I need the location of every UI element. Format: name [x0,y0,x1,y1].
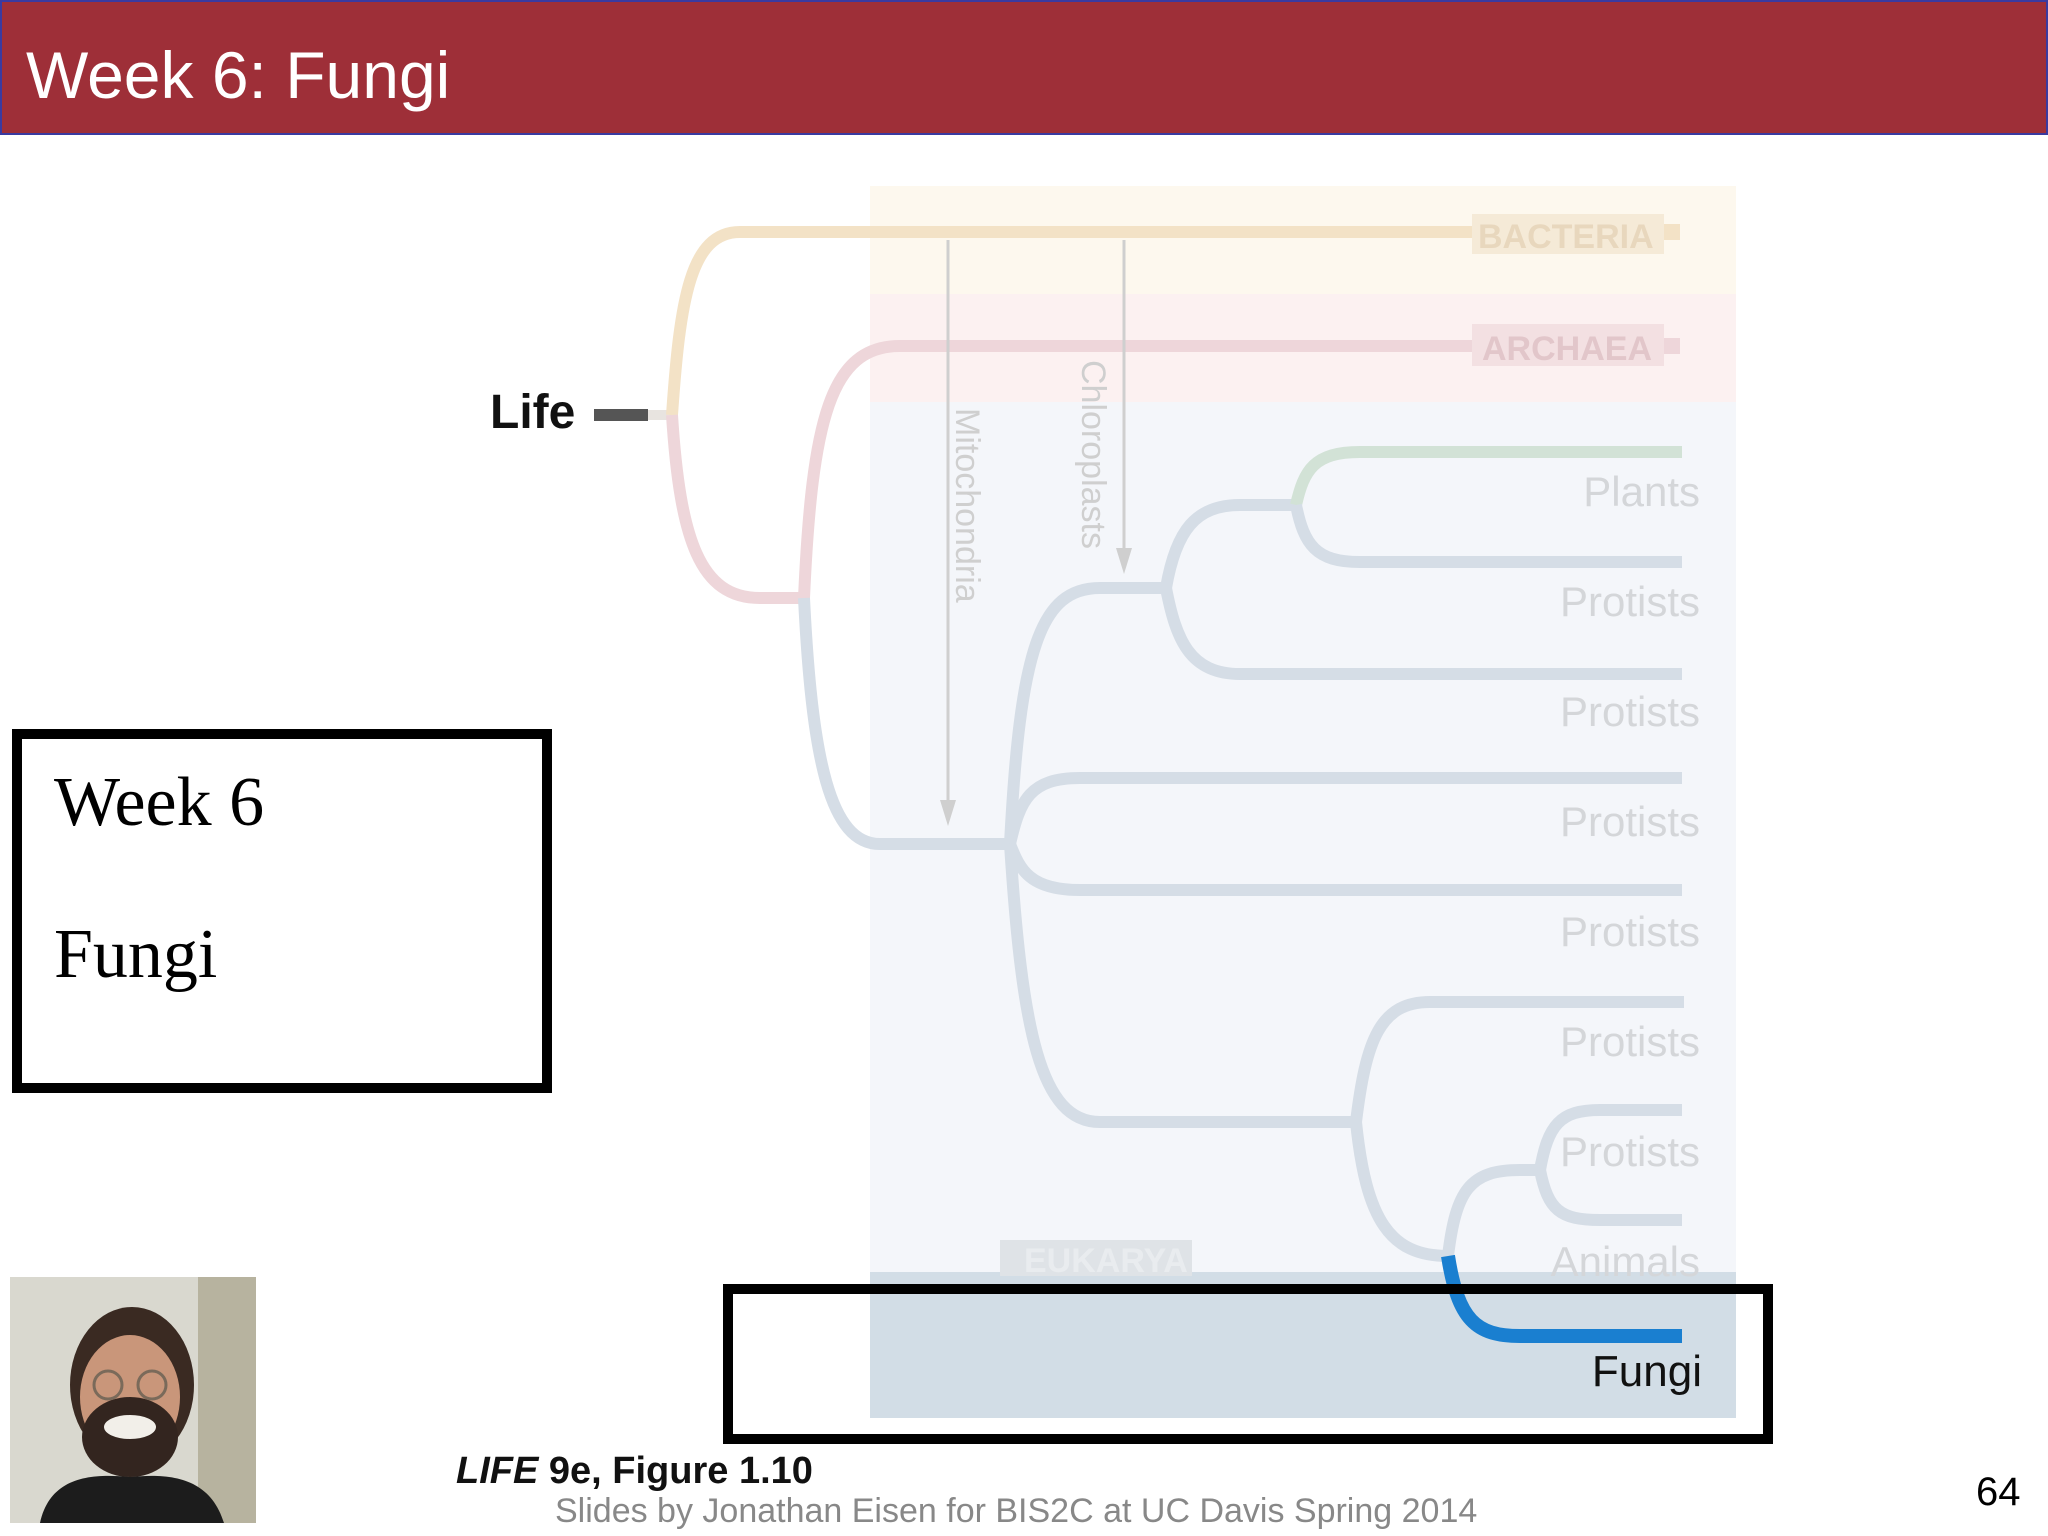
leaf-label: Animals [1551,1238,1700,1285]
archaea-label: ARCHAEA [1482,330,1652,368]
title-bar: Week 6: Fungi [0,0,2048,135]
bacteria-branch [666,226,1680,416]
eukarya-label: EUKARYA [1024,1242,1188,1280]
page-number: 64 [1976,1470,2021,1514]
presenter-photo [10,1277,256,1523]
presenter-portrait-image [10,1277,256,1523]
figure-caption-rest: 9e, Figure 1.10 [538,1450,813,1492]
mitochondria-label: Mitochondria [948,408,986,603]
slide-footer: Slides by Jonathan Eisen for BIS2C at UC… [555,1492,1478,1530]
leaf-label: Protists [1560,1018,1700,1065]
fungi-leaf-label: Fungi [1592,1347,1702,1396]
leaf-label: Protists [1560,578,1700,625]
opisthokont-stem [1004,843,1356,1128]
week-info-box: Week 6 Fungi [12,729,552,1093]
leaf-label: Protists [1560,688,1700,735]
life-label: Life [490,386,575,439]
figure-caption-title: LIFE [456,1450,539,1492]
leaf-label: Protists [1560,798,1700,845]
leaf-label: Protists [1560,1128,1700,1175]
plants-clade-branch [1004,582,1166,845]
fungi-highlight-box [723,1284,1773,1444]
leaf-label: Protists [1560,908,1700,955]
archaea-branch [798,340,1680,599]
fungi-branch-highlight [1441,1254,1682,1343]
leaf-label: Plants [1583,468,1700,515]
chloroplasts-label: Chloroplasts [1074,360,1112,549]
life-lower-branch [666,414,804,604]
fungi-panel [870,1272,1736,1418]
slide-title: Week 6: Fungi [26,38,451,112]
figure-caption: LIFE 9e, Figure 1.10 [456,1450,813,1493]
topic-label: Fungi [54,916,218,993]
bacteria-label: BACTERIA [1478,218,1654,256]
eukarya-stem [798,597,1010,850]
week-label: Week 6 [54,764,265,841]
